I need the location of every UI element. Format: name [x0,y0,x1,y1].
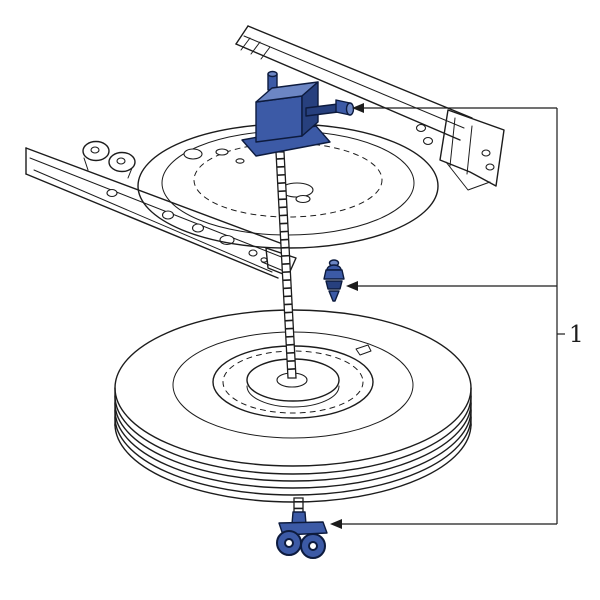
winch-body-front [255,95,303,143]
part-label-1: 1 [569,322,584,348]
valve-notch [355,344,372,356]
arrowhead-clip [346,281,358,291]
frame-bracket-right [439,109,505,187]
arrowhead-retainer [330,519,342,529]
arrowhead-winch [352,103,364,113]
winch-rod [275,151,304,521]
clip-rib [325,280,343,290]
clip-head [326,264,342,271]
frame-rail-left [25,140,297,279]
spare-tire [114,309,472,503]
frame-crossmember [235,25,505,191]
callout-1: 1 [330,103,584,529]
rail-end-lobe [108,151,136,173]
retainer-clip [323,259,345,302]
winch-assembly [241,70,355,157]
clip-tip [328,290,340,302]
clip-rib [323,269,345,280]
rail-end-lobe [82,140,110,162]
rod-retainer [276,511,328,559]
